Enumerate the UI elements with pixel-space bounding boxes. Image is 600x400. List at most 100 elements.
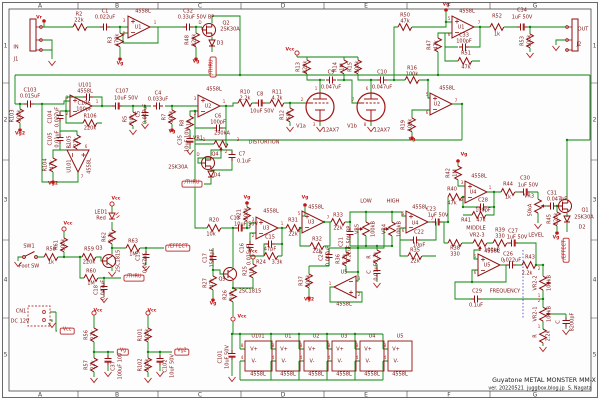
field-label: U5 bbox=[340, 269, 348, 276]
pin-number: 7 bbox=[502, 259, 506, 264]
field-label: 0.1uF bbox=[237, 158, 251, 165]
field-label: 100k bbox=[354, 60, 361, 74]
field-label: 0.047uF bbox=[325, 245, 332, 267]
field-label: 330 bbox=[450, 251, 460, 258]
power-label: Vcc bbox=[147, 308, 157, 314]
pin-number: 2 bbox=[251, 233, 255, 238]
field-label: CN1 bbox=[15, 308, 27, 315]
pin-number: 6 bbox=[365, 86, 369, 91]
led1-symbol bbox=[108, 212, 120, 220]
field-label: R102 bbox=[137, 358, 144, 372]
field-label: C32 bbox=[183, 8, 193, 15]
pin-number: 8 bbox=[363, 122, 367, 127]
field-label: 2SC1815 bbox=[238, 288, 262, 295]
frame-ref-char: E bbox=[364, 2, 368, 9]
field-label: 10pF bbox=[412, 242, 426, 249]
frame-ref-char: B bbox=[114, 391, 120, 398]
field-label: 330 bbox=[495, 233, 505, 240]
power-label: Vcc bbox=[111, 196, 121, 202]
field-label: C104 bbox=[47, 110, 54, 124]
q3-npn bbox=[102, 254, 116, 268]
field-label: 4558L bbox=[459, 8, 475, 15]
field-label: Red bbox=[96, 215, 106, 222]
field-label: 22k bbox=[73, 137, 80, 147]
field-label: LED1 bbox=[94, 209, 108, 216]
field-label: R32 bbox=[312, 236, 322, 243]
pin-number: 3 bbox=[312, 122, 316, 127]
field-label: C bbox=[555, 320, 562, 324]
pin-number: 1 bbox=[202, 137, 206, 142]
field-label: R31 bbox=[288, 217, 298, 224]
field-label: R48 bbox=[184, 35, 191, 45]
field-label: VR2-1 bbox=[532, 306, 539, 322]
frame-ref-char: 3 bbox=[3, 196, 8, 204]
field-label: 22k bbox=[312, 248, 322, 255]
field-label: R38 bbox=[450, 245, 460, 252]
field-label: V- bbox=[309, 358, 315, 365]
field-label: DISTORTION bbox=[248, 139, 280, 146]
field-label: C34 bbox=[517, 7, 527, 14]
frame-ref-char: F bbox=[447, 391, 451, 398]
field-label: 2.2k bbox=[342, 253, 349, 265]
field-label: 100kB bbox=[546, 275, 553, 291]
field-label: V- bbox=[337, 358, 343, 365]
pin-number: 8 bbox=[240, 343, 244, 348]
field-label: J2 bbox=[576, 41, 582, 48]
net-label: Vg bbox=[116, 348, 130, 356]
power-label: Vg bbox=[209, 301, 217, 307]
frame-ref-char: 5 bbox=[592, 351, 597, 359]
frame-ref-char: A bbox=[37, 391, 43, 398]
field-label: R57 bbox=[83, 360, 90, 370]
field-label: R16 bbox=[407, 65, 417, 72]
field-label: U3 bbox=[340, 333, 348, 340]
field-label: 2SK30A bbox=[168, 164, 188, 171]
pin-number: 7 bbox=[454, 98, 458, 103]
field-label: R43 bbox=[525, 254, 535, 261]
field-label: 0.047uF bbox=[320, 84, 342, 91]
field-label: R45 bbox=[546, 214, 553, 224]
field-label: IN bbox=[13, 44, 19, 51]
pin-number: 5 bbox=[68, 144, 72, 149]
field-label: D2 bbox=[578, 224, 586, 231]
field-label: U5 bbox=[483, 262, 491, 269]
field-label: VR2-3 bbox=[469, 232, 485, 239]
frame-ref-char: C bbox=[197, 2, 203, 9]
field-label: V+ bbox=[336, 346, 344, 353]
field-label: 470k bbox=[114, 33, 121, 47]
field-label: R58 bbox=[46, 246, 56, 253]
field-label: VR3 bbox=[523, 193, 535, 200]
field-label: 22k bbox=[90, 330, 97, 340]
frame-ref-char: D bbox=[280, 391, 286, 398]
field-label: R24 bbox=[256, 259, 266, 266]
field-label: 100k bbox=[144, 328, 151, 342]
field-label: VR1 bbox=[192, 135, 204, 142]
field-label: C24 bbox=[318, 251, 325, 261]
field-label: 0.047uF bbox=[100, 279, 107, 301]
pin-number: 8 bbox=[299, 343, 303, 348]
field-label: 1k bbox=[249, 267, 256, 275]
field-label: 0.1uF bbox=[469, 302, 483, 309]
pin-number: 1 bbox=[537, 324, 541, 329]
net-label: Vcc bbox=[59, 327, 75, 335]
field-label: 2SK30A bbox=[220, 26, 240, 33]
field-label: R37 bbox=[298, 276, 305, 286]
net-label: /EFFECT bbox=[165, 244, 191, 252]
field-label: R21 bbox=[236, 209, 243, 219]
field-label: R7 bbox=[161, 113, 168, 121]
field-label: Q2 bbox=[222, 20, 230, 27]
field-label: 4558L bbox=[471, 173, 487, 180]
field-label: Q3 bbox=[95, 245, 103, 252]
field-label: 100k bbox=[168, 110, 175, 124]
field-label: 22k bbox=[333, 225, 343, 232]
field-label: U4 bbox=[469, 189, 477, 196]
net-label: /THRU bbox=[181, 180, 203, 188]
field-label: 10uF 50V bbox=[224, 345, 231, 369]
field-label: VR2-2 bbox=[532, 275, 539, 291]
field-label: VR4 bbox=[381, 223, 388, 235]
field-label: C23 bbox=[426, 206, 436, 213]
field-label: R106 bbox=[83, 113, 97, 120]
field-label: 10uF 50V bbox=[250, 108, 274, 115]
pin-number: 3 bbox=[236, 137, 240, 142]
pin-number: D bbox=[196, 152, 200, 157]
